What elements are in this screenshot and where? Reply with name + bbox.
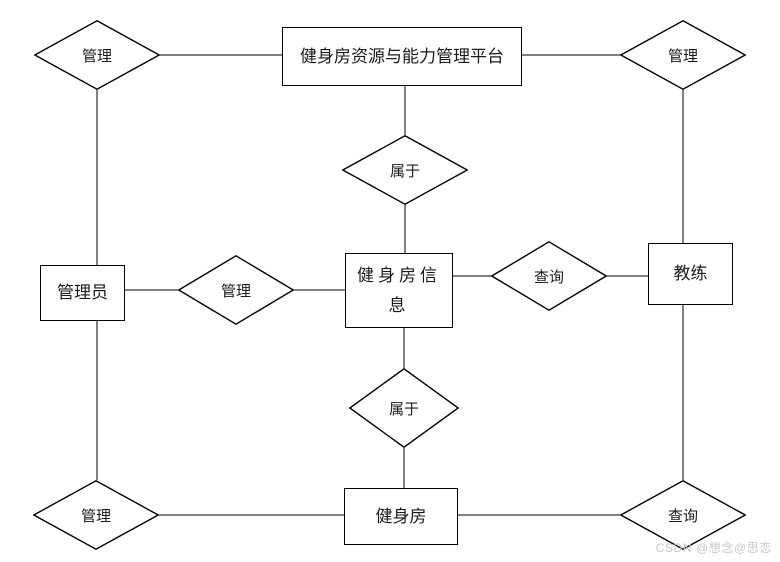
relationship-rel-manage-top-right[interactable]: 管理 <box>620 20 746 90</box>
entity-gym-info[interactable]: 健身房信息 <box>345 253 453 328</box>
relationship-label: 属于 <box>388 401 419 418</box>
diamond-shape-icon <box>349 368 459 448</box>
relationship-rel-query-bottom-right[interactable]: 查询 <box>620 480 746 550</box>
relationship-rel-manage-middle[interactable]: 管理 <box>178 255 294 325</box>
entity-platform[interactable]: 健身房资源与能力管理平台 <box>282 27 522 86</box>
diamond-shape-icon <box>491 241 607 311</box>
relationship-rel-manage-top-left[interactable]: 管理 <box>34 20 160 90</box>
relationship-label: 管理 <box>81 48 112 65</box>
relationship-rel-belong-lower[interactable]: 属于 <box>349 368 459 448</box>
diamond-shape-icon <box>33 480 159 550</box>
entity-gym[interactable]: 健身房 <box>344 488 458 545</box>
entity-label: 教练 <box>673 264 708 284</box>
diamond-shape-icon <box>178 255 294 325</box>
diamond-shape-icon <box>34 20 160 90</box>
relationship-rel-manage-bottom-left[interactable]: 管理 <box>33 480 159 550</box>
diamond-shape-icon <box>342 135 468 205</box>
relationship-label: 管理 <box>667 48 698 65</box>
entity-label: 健身房 <box>375 506 427 526</box>
entity-coach[interactable]: 教练 <box>648 243 733 305</box>
relationship-label: 管理 <box>80 508 111 525</box>
relationship-rel-query-middle[interactable]: 查询 <box>491 241 607 311</box>
entity-label: 健身房信息 <box>357 265 441 315</box>
entity-label: 管理员 <box>57 283 108 303</box>
relationship-label: 查询 <box>667 508 698 525</box>
entity-admin[interactable]: 管理员 <box>40 265 125 321</box>
relationship-label: 管理 <box>220 283 251 300</box>
csdn-watermark: CSDN @想念@思恋 <box>655 541 772 555</box>
entity-label: 健身房资源与能力管理平台 <box>300 46 504 66</box>
relationship-label: 属于 <box>389 163 420 180</box>
diamond-shape-icon <box>620 20 746 90</box>
relationship-rel-belong-upper[interactable]: 属于 <box>342 135 468 205</box>
relationship-label: 查询 <box>533 269 564 286</box>
diamond-shape-icon <box>620 480 746 550</box>
